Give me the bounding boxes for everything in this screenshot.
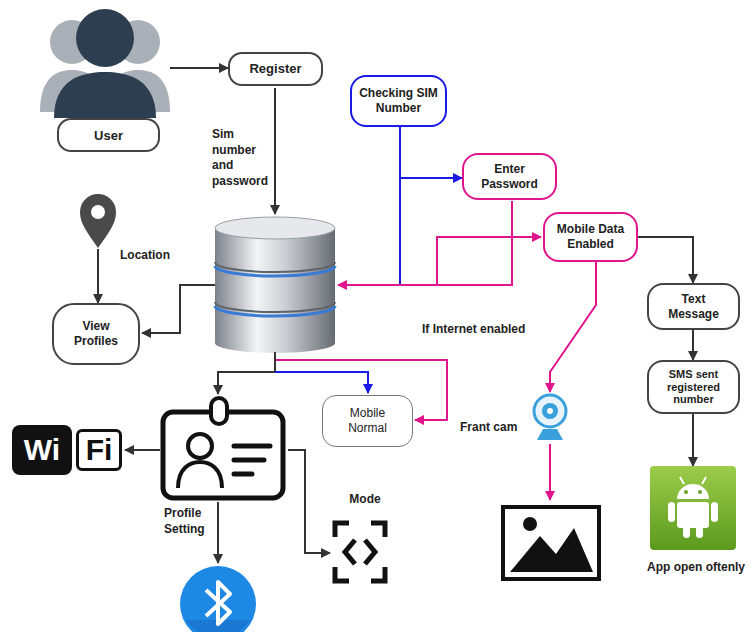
node-text: Mobile Normal	[329, 406, 406, 436]
connector-arrow	[288, 450, 330, 553]
connector-arrow	[400, 127, 462, 178]
user-actor: User	[40, 0, 170, 155]
android-app-art	[650, 466, 736, 550]
process-box: Text Message	[647, 283, 740, 330]
node-text: Wi	[12, 425, 72, 475]
node-text: Register	[249, 61, 301, 77]
password-box: Enter Password	[462, 153, 557, 200]
node-text: Checking SIM Number	[358, 86, 439, 116]
image-icon	[503, 507, 599, 579]
connector-arrow	[692, 330, 694, 360]
front-camera-art	[528, 392, 572, 444]
mode-icon: Mode	[330, 492, 400, 586]
mode-icon-art	[332, 520, 388, 584]
connector-arrow	[125, 449, 160, 451]
edge-label: If Internet enabled	[420, 322, 527, 338]
node-text: Frant cam	[460, 420, 517, 434]
process-box: Register	[228, 52, 323, 86]
profile-icon: Profile Setting	[160, 396, 288, 501]
node-text: Mode	[330, 492, 400, 506]
node-text: Enter Password	[470, 162, 549, 192]
node-text: Profile Setting	[164, 506, 214, 537]
connector-arrow	[692, 414, 694, 466]
user-actor-art	[40, 0, 170, 118]
process-box: View Profiles	[52, 303, 140, 365]
front-camera: Frant cam	[460, 392, 575, 444]
node-text: User	[57, 118, 160, 152]
node-text: Text Message	[655, 292, 732, 322]
profile-icon-art	[160, 396, 288, 501]
process-box: SMS sent registered number	[647, 360, 740, 414]
node-text: App open oftenly	[640, 560, 752, 574]
annotation-label: Sim number and password	[212, 127, 270, 189]
location-pin-art	[78, 192, 118, 249]
node-text: Mobile Data Enabled	[551, 222, 630, 252]
location-pin: Location	[78, 192, 118, 249]
connector-arrow	[170, 67, 228, 69]
node-text: SMS sent registered number	[655, 368, 732, 406]
node-text: Fi	[76, 429, 122, 471]
process-box: Mobile Normal	[322, 395, 413, 447]
node-text: Location	[120, 248, 170, 262]
check-box: Checking SIM Number	[350, 75, 447, 127]
node-text: View Profiles	[60, 319, 132, 349]
wifi-logo: WiFi	[12, 425, 125, 475]
android-app: App open oftenly	[640, 466, 752, 550]
connector-arrow	[97, 249, 99, 303]
connector-arrow	[638, 237, 693, 283]
connector-arrow	[550, 262, 596, 392]
database-icon	[215, 217, 335, 353]
bluetooth-icon	[180, 566, 256, 632]
data-box: Mobile Data Enabled	[543, 212, 638, 262]
